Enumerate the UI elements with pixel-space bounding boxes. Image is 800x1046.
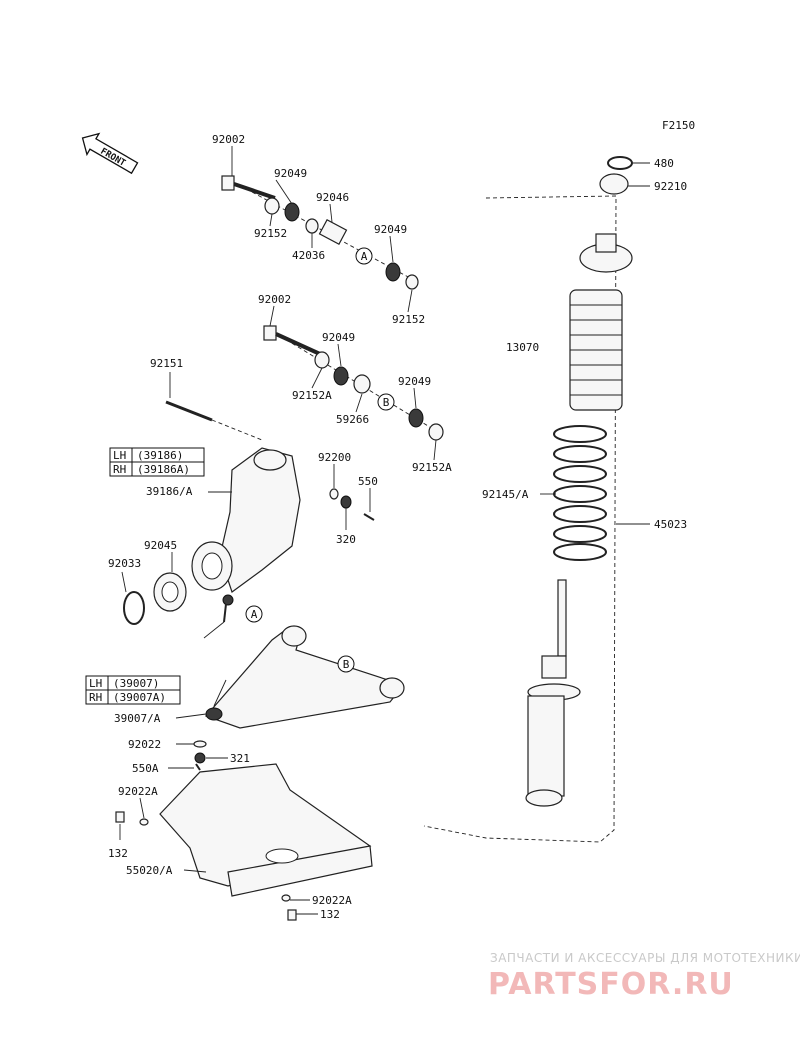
side-table-knuckle: LH (39186) RH (39186A)	[109, 447, 205, 477]
seal-92049-b	[385, 262, 401, 282]
knuckle-bolt	[165, 400, 263, 441]
label-92002: 92002	[258, 293, 291, 306]
nut-320	[340, 495, 352, 509]
label-59266: 59266	[336, 413, 369, 426]
label-92200: 92200	[318, 451, 351, 464]
bolt-132-b	[287, 909, 297, 921]
circle-ref-b-1: B	[377, 393, 395, 411]
skid-plate-55020	[159, 763, 373, 897]
washer-92022a-b	[281, 894, 291, 902]
label-42036: 42036	[292, 249, 325, 262]
label-320: 320	[336, 533, 356, 546]
leader-lines	[119, 146, 650, 915]
bolt-head-92002-b	[263, 325, 277, 341]
label-321: 321	[230, 752, 250, 765]
circle-ref-b-2: B	[337, 655, 355, 673]
circle-ref-a-1: A	[355, 247, 373, 265]
label-92045: 92045	[144, 539, 177, 552]
cotter-pin-550	[363, 513, 375, 521]
bump-stop-13070	[569, 289, 623, 411]
collar-92152a	[314, 351, 330, 369]
svg-text:B: B	[343, 658, 350, 671]
label-92152a: 92152A	[412, 461, 452, 474]
upper-bolt-assembly-2	[263, 325, 444, 441]
bushing-59266	[353, 374, 371, 394]
a-arm-39007	[204, 625, 405, 729]
circle-ref-a-2: A	[245, 605, 263, 623]
svg-text:A: A	[361, 250, 368, 263]
front-arrow-icon: FRONT	[81, 132, 139, 175]
seal-92049	[284, 202, 300, 222]
collar-92152-b	[405, 274, 419, 290]
svg-text:(39007A): (39007A)	[113, 691, 166, 704]
label-92049: 92049	[322, 331, 355, 344]
shock-rod	[557, 579, 567, 657]
spring-92145a	[553, 425, 607, 561]
circlip-92033	[123, 591, 145, 625]
label-550a: 550A	[132, 762, 159, 775]
collar-92152	[264, 197, 280, 215]
svg-text:(39186A): (39186A)	[137, 463, 190, 476]
label-92151: 92151	[150, 357, 183, 370]
svg-text:(39186): (39186)	[137, 449, 183, 462]
bushing-92210	[599, 173, 629, 195]
figure-code: F2150	[662, 119, 695, 132]
label-92022a: 92022A	[312, 894, 352, 907]
washer-92022a	[139, 818, 149, 826]
nut-321	[194, 752, 206, 764]
watermark-tagline: ЗАПЧАСТИ И АКСЕССУАРЫ ДЛЯ МОТОТЕХНИКИ	[490, 951, 800, 965]
svg-text:A: A	[251, 608, 258, 621]
label-92049: 92049	[274, 167, 307, 180]
bolt-132	[115, 811, 125, 823]
watermark: ЗАПЧАСТИ И АКСЕССУАРЫ ДЛЯ МОТОТЕХНИКИ PA…	[488, 951, 800, 1002]
part-labels: 92002 92049 92046 92049 92152 42036 9215…	[108, 133, 687, 921]
label-480: 480	[654, 157, 674, 170]
label-92022: 92022	[128, 738, 161, 751]
svg-text:RH: RH	[113, 463, 126, 476]
shock-absorber-45023	[423, 156, 633, 843]
label-92145a: 92145/A	[482, 488, 529, 501]
label-92022a: 92022A	[118, 785, 158, 798]
label-132: 132	[320, 908, 340, 921]
side-table-a-arm: LH (39007) RH (39007A)	[85, 675, 181, 705]
label-92210: 92210	[654, 180, 687, 193]
label-132: 132	[108, 847, 128, 860]
washer-92200	[329, 488, 339, 500]
washer-92022	[193, 740, 207, 748]
svg-text:RH: RH	[89, 691, 102, 704]
knuckle-39186	[191, 447, 301, 623]
label-92152: 92152	[392, 313, 425, 326]
label-92033: 92033	[108, 557, 141, 570]
label-45023: 45023	[654, 518, 687, 531]
seal-92049-c	[333, 366, 349, 386]
label-13070: 13070	[506, 341, 539, 354]
svg-text:(39007): (39007)	[113, 677, 159, 690]
label-55020a: 55020/A	[126, 864, 173, 877]
svg-text:LH: LH	[89, 677, 102, 690]
label-550: 550	[358, 475, 378, 488]
sleeve-92046	[318, 218, 348, 246]
collar-92152a-b	[428, 423, 444, 441]
cotter-pin-550a	[195, 763, 201, 771]
label-92152a: 92152A	[292, 389, 332, 402]
svg-text:LH: LH	[113, 449, 126, 462]
bolt-head-92002	[221, 175, 235, 191]
shock-body	[527, 695, 565, 797]
bushing-42036	[305, 218, 319, 234]
label-92152: 92152	[254, 227, 287, 240]
watermark-brand: PARTSFOR.RU	[488, 967, 734, 1002]
label-92046: 92046	[316, 191, 349, 204]
label-39186a: 39186/A	[146, 485, 193, 498]
svg-text:B: B	[383, 396, 390, 409]
label-92002: 92002	[212, 133, 245, 146]
label-92049: 92049	[374, 223, 407, 236]
label-92049: 92049	[398, 375, 431, 388]
snap-ring-480	[607, 156, 633, 170]
seal-92049-d	[408, 408, 424, 428]
label-39007a: 39007/A	[114, 712, 161, 725]
